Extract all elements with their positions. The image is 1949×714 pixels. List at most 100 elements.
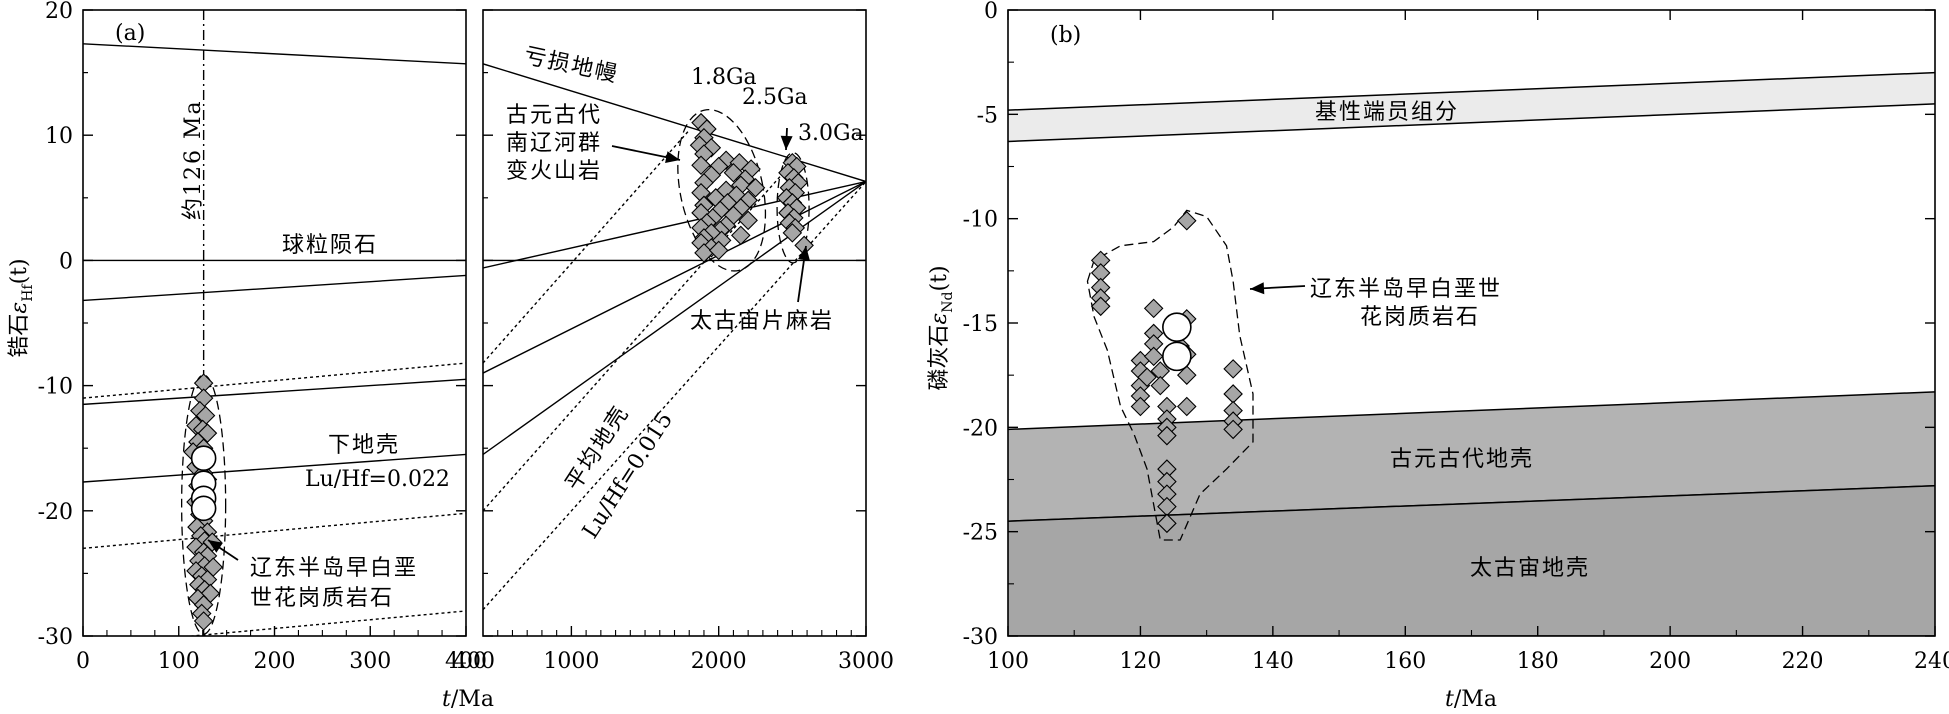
lower-crust-ratio: Lu/Hf=0.022 bbox=[305, 467, 450, 492]
evolution-line-left-5 bbox=[83, 362, 466, 399]
panel-a-x-axis-title: t/Ma bbox=[442, 687, 494, 712]
band-lower-edge-0 bbox=[1008, 103, 1935, 143]
arrow-a-granite-head bbox=[208, 540, 223, 553]
a-ytick-label-4: -20 bbox=[38, 500, 73, 525]
data-point-a-s2-16 bbox=[745, 178, 766, 198]
b-ytick-label-1: -5 bbox=[977, 103, 998, 128]
arrow-a-paleo-head bbox=[665, 151, 680, 164]
a-xtick-label-2: 200 bbox=[254, 649, 296, 674]
panel-b-x-axis-title: t/Ma bbox=[1445, 687, 1497, 712]
data-point-b-s1-0 bbox=[1162, 312, 1192, 342]
arrow-a-25ga-head bbox=[780, 135, 793, 150]
lower-crust-label: 下地壳 bbox=[328, 433, 400, 458]
granite-label-line2: 世花岗质岩石 bbox=[250, 586, 394, 611]
evolution-line-right-2 bbox=[483, 180, 866, 269]
data-point-a-s2-41 bbox=[708, 240, 729, 261]
b-ytick-label-6: -30 bbox=[963, 625, 998, 650]
data-point-b-s0-31 bbox=[1177, 365, 1197, 385]
data-point-b-s1-1 bbox=[1162, 341, 1192, 372]
a-rxtick-label-2: 3000 bbox=[838, 649, 894, 674]
band-upper-edge-0 bbox=[1008, 71, 1935, 111]
data-point-b-s0-37 bbox=[1223, 419, 1243, 440]
mafic-label: 基性端员组分 bbox=[1315, 100, 1459, 125]
data-point-b-s0-28 bbox=[1177, 210, 1197, 231]
archean-crust-label: 太古宙地壳 bbox=[1470, 556, 1590, 581]
panel-b-y-axis-title: 磷灰石εNd(t) bbox=[927, 265, 956, 390]
arrow-b-granite-head bbox=[1250, 282, 1265, 295]
age-1-8ga: 1.8Ga bbox=[691, 65, 757, 90]
granite-label-line1: 辽东半岛早白垩 bbox=[250, 556, 418, 581]
b-ytick-label-0: 0 bbox=[984, 0, 998, 24]
a-x-boundary-label: 400 bbox=[453, 649, 495, 674]
a-xtick-label-1: 100 bbox=[158, 649, 200, 674]
data-point-b-s0-33 bbox=[1223, 359, 1243, 379]
evolution-line-left-0 bbox=[83, 43, 466, 65]
data-point-b-s0-9 bbox=[1130, 396, 1151, 417]
evolution-line-right-5 bbox=[483, 129, 690, 364]
b-xtick-label-2: 140 bbox=[1252, 649, 1294, 674]
evolution-line-left-2 bbox=[83, 274, 466, 302]
b-xtick-label-4: 180 bbox=[1517, 649, 1559, 674]
data-point-a-s2-8 bbox=[691, 155, 711, 176]
b-ytick-label-5: -25 bbox=[963, 521, 998, 546]
age-3-0ga: 3.0Ga bbox=[798, 121, 864, 146]
data-point-b-s0-14 bbox=[1143, 346, 1164, 367]
b-ytick-label-4: -20 bbox=[963, 416, 998, 441]
a-ytick-label-0: 20 bbox=[45, 0, 73, 24]
panel-b: 1001201401601802002202400-5-10-15-20-25-… bbox=[927, 0, 1949, 712]
band-0 bbox=[1008, 72, 1935, 142]
depleted-mantle-label: 亏损地幔 bbox=[522, 43, 621, 87]
arrow-a-archean-head bbox=[798, 246, 810, 261]
evolution-line-left-3 bbox=[83, 378, 466, 406]
data-point-a-s2-29 bbox=[738, 210, 758, 231]
panel-b-label: (b) bbox=[1050, 23, 1081, 48]
b-xtick-label-5: 200 bbox=[1649, 649, 1691, 674]
b-xtick-label-0: 100 bbox=[987, 649, 1029, 674]
paleo-label-line1: 古元古代 bbox=[506, 103, 602, 128]
a-xtick-label-0: 0 bbox=[76, 649, 90, 674]
data-point-a-s1-3 bbox=[190, 495, 217, 522]
evolution-line-right-3 bbox=[483, 180, 866, 374]
data-point-b-s0-11 bbox=[1143, 298, 1164, 319]
evolution-line-right-0 bbox=[483, 63, 866, 183]
archean-gneiss-label: 太古宙片麻岩 bbox=[690, 309, 834, 334]
b-xtick-label-6: 220 bbox=[1782, 649, 1824, 674]
chondrite-label: 球粒陨石 bbox=[282, 233, 378, 258]
data-point-b-s0-10 bbox=[1137, 367, 1157, 388]
panel-a-label: (a) bbox=[115, 21, 145, 46]
data-point-a-s0-40 bbox=[193, 611, 214, 631]
a-xtick-label-3: 300 bbox=[349, 649, 391, 674]
a-ytick-label-2: 0 bbox=[59, 249, 73, 274]
data-point-b-s0-20 bbox=[1157, 425, 1177, 446]
paleo-crust-label: 古元古代地壳 bbox=[1390, 447, 1534, 472]
paleo-label-line2: 南辽河群 bbox=[506, 131, 602, 156]
a-xtick-label-4: 400 bbox=[445, 649, 487, 674]
a-ytick-label-5: -30 bbox=[38, 625, 73, 650]
band-upper-edge-2 bbox=[1008, 485, 1935, 522]
data-point-b-s0-32 bbox=[1177, 396, 1197, 417]
b-ytick-label-2: -10 bbox=[963, 208, 998, 233]
annotation-arrows bbox=[207, 127, 1306, 561]
b-ytick-label-3: -15 bbox=[963, 312, 998, 337]
age-2-5ga: 2.5Ga bbox=[742, 85, 808, 110]
a-rxtick-label-0: 1000 bbox=[543, 649, 599, 674]
b-xtick-label-1: 120 bbox=[1119, 649, 1161, 674]
panel-a-left-frame bbox=[82, 9, 467, 637]
envelope-paleoproterozoic bbox=[677, 108, 767, 272]
band-2 bbox=[1008, 485, 1935, 636]
data-point-a-s2-35 bbox=[731, 225, 751, 246]
envelope-archean bbox=[776, 152, 810, 264]
evolution-line-left-4 bbox=[83, 453, 466, 483]
granite-b-label-line1: 辽东半岛早白垩世 bbox=[1310, 277, 1502, 302]
data-point-b-s0-25 bbox=[1157, 513, 1177, 534]
b-xtick-label-7: 240 bbox=[1914, 649, 1949, 674]
a-rxtick-label-1: 2000 bbox=[691, 649, 747, 674]
data-point-b-s0-16 bbox=[1150, 375, 1171, 396]
data-point-a-s3-14 bbox=[782, 223, 803, 243]
envelope-cretaceous-granite bbox=[180, 374, 227, 635]
data-point-b-s0-34 bbox=[1223, 384, 1243, 404]
a-ytick-label-3: -10 bbox=[38, 375, 73, 400]
granite-b-label-line2: 花岗质岩石 bbox=[1360, 305, 1480, 330]
